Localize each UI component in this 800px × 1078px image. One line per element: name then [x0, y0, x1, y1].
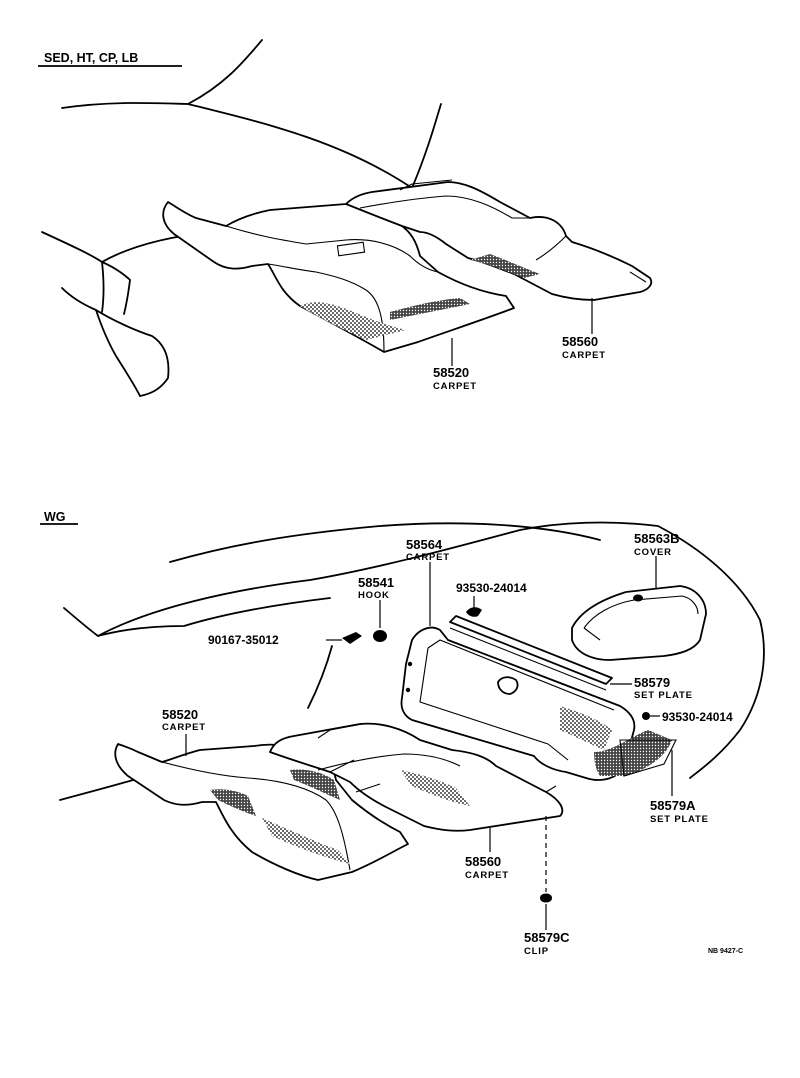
set-plate-a-name: SET PLATE	[650, 814, 709, 825]
set-plate-bar	[449, 615, 613, 685]
set-plate-name: SET PLATE	[634, 690, 693, 701]
wagon-pillar	[307, 645, 333, 709]
front-carpet-top-cutout	[336, 241, 366, 257]
wagon-roof-lower	[97, 597, 331, 637]
front-carpet-wg-name: CARPET	[162, 722, 206, 733]
cover-part	[571, 585, 707, 661]
rear-carpet-wg-edge	[317, 723, 557, 793]
set-plate-a-number: 58579A	[650, 798, 696, 813]
rear-carpet-wg-seam	[317, 753, 461, 793]
front-carpet-top-seam	[267, 263, 385, 353]
rear-carpet-top-name: CARPET	[562, 350, 606, 361]
luggage-carpet-inner	[419, 639, 615, 761]
set-plate-a-shading	[594, 730, 672, 776]
set-plate-bar-shadow	[449, 627, 607, 691]
front-carpet-top-tunnel	[225, 225, 439, 273]
front-carpet-wg-number: 58520	[162, 707, 198, 722]
luggage-carpet-rivet-2	[405, 687, 411, 693]
rear-carpet-top-edge	[399, 179, 647, 283]
front-carpet-wg-seam	[161, 761, 351, 871]
screw-right-number: 93530-24014	[662, 710, 733, 724]
car-roof-line-top	[187, 103, 442, 189]
rear-carpet-top-seam	[359, 195, 567, 261]
front-carpet-top-shading-2	[390, 298, 470, 320]
clip-name: CLIP	[524, 946, 549, 957]
front-carpet-wg-shading-1	[210, 789, 256, 816]
screw-upper-part	[466, 607, 482, 617]
bottom-section-heading: WG	[44, 510, 66, 524]
wagon-roof-line	[169, 522, 601, 563]
top-section-heading: SED, HT, CP, LB	[44, 51, 138, 65]
hook-part	[373, 630, 387, 642]
bottom-section	[40, 521, 765, 930]
luggage-carpet-number: 58564	[406, 537, 443, 552]
car-wheel-arch-top	[95, 309, 141, 397]
rear-carpet-top	[345, 181, 653, 301]
hook-number: 58541	[358, 575, 394, 590]
screw-right-part	[642, 712, 650, 720]
screw-upper-number: 93530-24014	[456, 581, 527, 595]
front-carpet-wg-shading-2	[262, 818, 350, 864]
top-section	[38, 39, 653, 397]
clip-number: 58579C	[524, 930, 570, 945]
cover-part-inner	[583, 595, 699, 641]
figure-code: NB 9427-C	[708, 948, 743, 955]
cover-name: COVER	[634, 547, 672, 558]
front-carpet-top	[162, 201, 515, 353]
luggage-carpet-rivet-1	[407, 661, 413, 667]
front-carpet-top-shading	[300, 302, 406, 340]
hook-name: HOOK	[358, 590, 390, 601]
rear-carpet-top-number: 58560	[562, 334, 598, 349]
wagon-side-line	[59, 777, 141, 801]
rear-carpet-wg-name: CARPET	[465, 870, 509, 881]
wagon-roof-outline	[63, 521, 765, 779]
cover-number: 58563B	[634, 531, 680, 546]
labels: SED, HT, CP, LB WG 58520 CARPET 58560 CA…	[44, 51, 743, 957]
luggage-carpet-name: CARPET	[406, 552, 450, 563]
clip-left-part	[342, 632, 362, 644]
set-plate-number: 58579	[634, 675, 670, 690]
luggage-carpet-panel	[400, 626, 636, 781]
cover-fastener	[633, 594, 643, 602]
front-carpet-top-name: CARPET	[433, 381, 477, 392]
clip-left-number: 90167-35012	[208, 633, 279, 647]
car-hood-top	[61, 287, 170, 397]
rear-carpet-top-shading	[470, 254, 540, 278]
set-plate-a-outline	[619, 739, 677, 777]
front-carpet-wg-shading-3	[290, 769, 340, 800]
luggage-carpet-shading	[560, 706, 612, 750]
rear-carpet-wg-number: 58560	[465, 854, 501, 869]
front-carpet-top-number: 58520	[433, 365, 469, 380]
rear-carpet-wg-shading	[400, 770, 470, 806]
front-carpet-wg	[114, 743, 409, 881]
luggage-carpet-handle	[497, 676, 519, 695]
clip-part	[540, 893, 552, 903]
car-fender-top	[101, 261, 131, 315]
